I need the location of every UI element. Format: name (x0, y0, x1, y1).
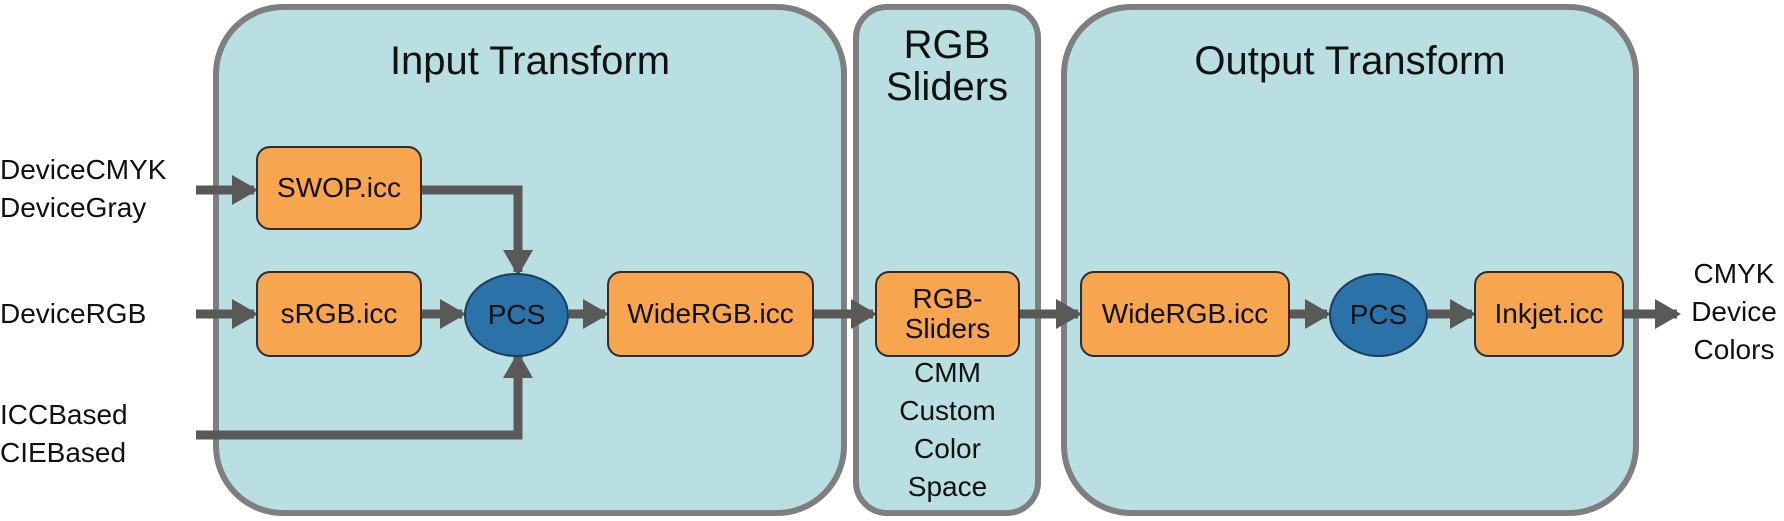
inkjet-profile-node: Inkjet.icc (1474, 271, 1624, 357)
rgb-sliders-node: RGB- Sliders (875, 271, 1020, 357)
input-label-cmyk-gray: DeviceCMYK DeviceGray (0, 154, 167, 223)
widergb-output-node: WideRGB.icc (1080, 271, 1290, 357)
cmm-custom-color-space-note: CMM Custom Color Space (899, 357, 996, 502)
arrow-icc-to-pcs (196, 352, 533, 440)
pcs-input-node: PCS (464, 273, 569, 357)
pcs-output-node: PCS (1329, 273, 1428, 357)
rgb-sliders-title: RGB Sliders (885, 23, 1009, 109)
output-transform-title: Output Transform (1194, 39, 1506, 83)
srgb-profile-node: sRGB.icc (256, 271, 422, 357)
arrow-swop-to-pcs (422, 185, 533, 276)
swop-profile-node: SWOP.icc (256, 146, 422, 230)
input-label-icc-cie: ICCBased CIEBased (0, 399, 128, 468)
widergb-input-node: WideRGB.icc (607, 271, 814, 357)
input-transform-title: Input Transform (389, 39, 671, 83)
output-label-cmyk-device-colors: CMYK Device Colors (1691, 258, 1777, 365)
input-label-rgb: DeviceRGB (0, 298, 147, 329)
rgb-sliders-panel: RGB Sliders (853, 4, 1041, 516)
output-transform-panel: Output Transform (1061, 4, 1639, 516)
